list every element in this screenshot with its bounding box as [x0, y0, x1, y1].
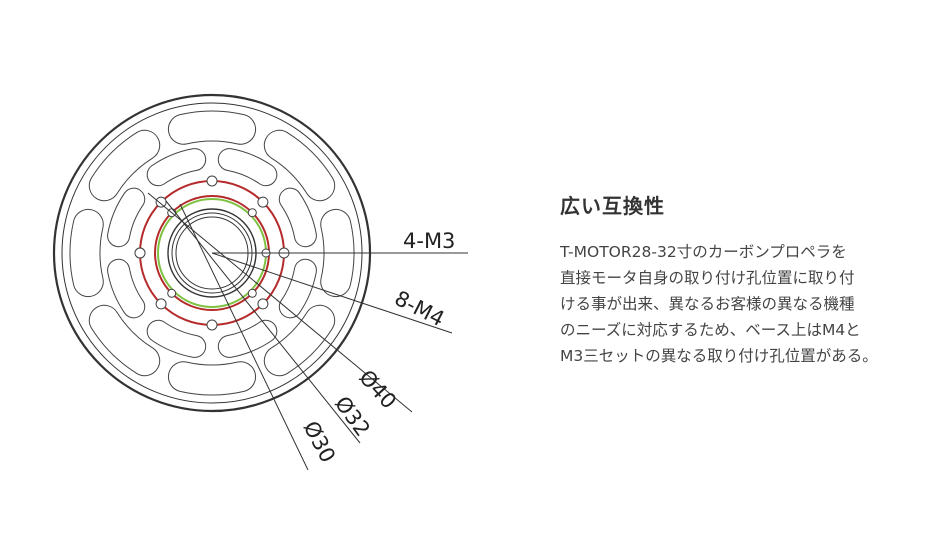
m4-hole	[257, 196, 269, 208]
m3-hole	[247, 288, 257, 298]
m4-hole	[206, 175, 218, 187]
mounting-holes	[134, 175, 290, 331]
outer-slot	[320, 208, 355, 298]
body-line: T-MOTOR28-32寸のカーボンプロペラを	[560, 243, 847, 261]
inner-slot	[146, 148, 207, 187]
body-line: M3三セットの異なる取り付け孔位置がある。	[560, 347, 878, 365]
outer-slot	[69, 208, 104, 298]
label-d40: Ø40	[354, 365, 401, 413]
body-line: 直接モータ自身の取り付け孔位置に取り付	[560, 269, 855, 287]
inner-slot	[146, 319, 207, 358]
outer-slot	[167, 110, 257, 145]
ventilation-slots	[69, 110, 355, 396]
outer-slot	[263, 129, 336, 202]
leader-m4	[211, 252, 453, 334]
inner-slot	[107, 258, 146, 319]
label-d32: Ø32	[330, 392, 375, 441]
feature-description: 広い互換性 T-MOTOR28-32寸のカーボンプロペラを 直接モータ自身の取り…	[560, 190, 920, 369]
feature-title: 広い互換性	[560, 194, 665, 218]
inner-slot	[217, 148, 278, 187]
inner-slot	[278, 258, 317, 319]
m4-hole	[257, 298, 269, 310]
label-8-m4: 8-M4	[391, 286, 449, 331]
m3-hole	[247, 208, 257, 218]
label-d30: Ø30	[299, 417, 341, 466]
body-line: ける事が出来、異なるお客様の異なる機種	[560, 295, 855, 313]
body-line: のニーズに対応するため、ベース上はM4と	[560, 321, 861, 339]
label-4-m3: 4-M3	[403, 229, 455, 253]
inner-slot	[217, 319, 278, 358]
outer-slot	[167, 361, 257, 396]
leader-d30	[179, 203, 309, 471]
m3-hole	[167, 288, 177, 298]
m4-hole	[134, 247, 146, 259]
outer-slot	[88, 304, 161, 377]
m4-hole	[206, 319, 218, 331]
leader-lines	[147, 192, 468, 471]
inner-slot	[278, 187, 317, 248]
m4-hole	[155, 298, 167, 310]
inner-slot	[107, 187, 146, 248]
feature-body: T-MOTOR28-32寸のカーボンプロペラを 直接モータ自身の取り付け孔位置に…	[560, 239, 920, 369]
m4-hole	[155, 196, 167, 208]
outer-slot	[88, 129, 161, 202]
outer-slot	[263, 304, 336, 377]
